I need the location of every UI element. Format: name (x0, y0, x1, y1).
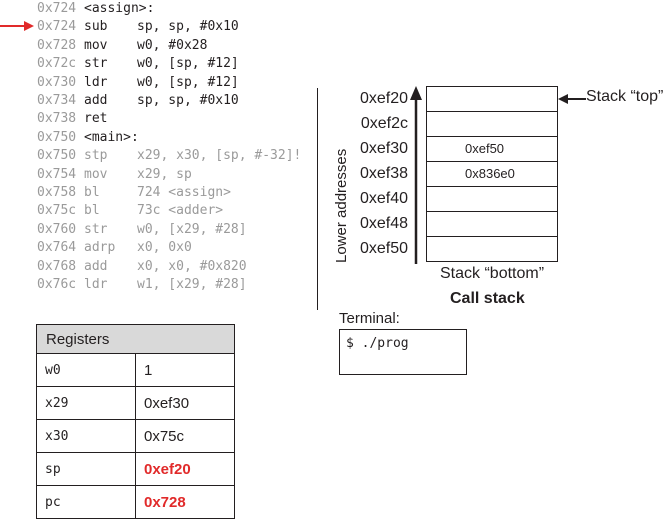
divider (317, 88, 318, 310)
code-label: <main>: (84, 129, 139, 145)
code-address: 0x750 (37, 129, 77, 145)
register-name: x29 (36, 386, 136, 420)
stack-slot (426, 236, 558, 262)
code-mnemonic: adrp (84, 240, 116, 256)
code-address: 0x764 (37, 240, 77, 256)
pc-arrow-icon (0, 21, 34, 31)
stack-slot-value: 0x836e0 (465, 166, 515, 181)
code-operands: x29, x30, [sp, #-32]! (137, 148, 302, 164)
code-address: 0x760 (37, 221, 77, 237)
code-address: 0x734 (37, 93, 77, 108)
code-mnemonic: sub (84, 19, 108, 35)
code-mnemonic: ret (84, 111, 108, 127)
code-mnemonic: bl (84, 185, 100, 200)
code-operands: x0, 0x0 (137, 240, 192, 256)
code-address: 0x76c (37, 277, 77, 292)
code-address: 0x730 (37, 74, 77, 90)
code-address: 0x738 (37, 111, 77, 127)
register-value: 0xef20 (135, 452, 235, 486)
stack-address: 0xef20 (359, 90, 408, 107)
code-operands: sp, sp, #0x10 (137, 19, 239, 35)
stack-address: 0xef38 (359, 165, 408, 182)
code-operands: w1, [x29, #28] (137, 277, 247, 292)
code-mnemonic: add (84, 93, 108, 108)
code-operands: w0, [sp, #12] (137, 56, 239, 72)
code-operands: x0, x0, #0x820 (137, 258, 247, 274)
stack-top-arrow-icon (558, 94, 586, 104)
register-value: 1 (135, 353, 235, 387)
code-mnemonic: ldr (84, 277, 108, 292)
code-mnemonic: bl (84, 203, 100, 219)
stack-bottom-label: Stack “bottom” (440, 265, 545, 282)
stack-slot (426, 186, 558, 211)
register-value: 0x728 (135, 485, 235, 519)
call-stack-title: Call stack (450, 290, 525, 307)
code-mnemonic: stp (84, 148, 108, 164)
code-mnemonic: str (84, 56, 108, 72)
code-mnemonic: str (84, 221, 108, 237)
code-address: 0x724 (37, 19, 77, 35)
code-mnemonic: add (84, 258, 108, 274)
code-label: <assign>: (84, 1, 155, 16)
code-operands: 73c <adder> (137, 203, 224, 219)
register-name: sp (36, 452, 136, 486)
code-mnemonic: ldr (84, 74, 108, 90)
stack-slot-value: 0xef50 (465, 141, 505, 156)
terminal-output: $ ./prog (339, 329, 467, 375)
registers-title: Registers (36, 324, 235, 354)
code-address: 0x758 (37, 185, 77, 200)
code-address: 0x754 (37, 166, 77, 182)
register-name: pc (36, 485, 136, 519)
stack-slot: 0xef50 (426, 136, 558, 161)
code-operands: w0, [sp, #12] (137, 74, 239, 90)
stack-address: 0xef30 (359, 140, 408, 157)
stack-address: 0xef48 (359, 215, 408, 232)
code-operands: w0, [x29, #28] (137, 221, 247, 237)
code-operands: x29, sp (137, 166, 192, 182)
stack-address: 0xef50 (359, 240, 408, 257)
stack-slot: 0x836e0 (426, 161, 558, 186)
stack-slot (426, 111, 558, 136)
lower-addresses-arrow-icon (410, 86, 422, 264)
stack-address: 0xef2c (360, 115, 408, 132)
register-name: x30 (36, 419, 136, 453)
register-value: 0xef30 (135, 386, 235, 420)
code-address: 0x75c (37, 203, 77, 219)
code-address: 0x724 (37, 1, 77, 16)
stack-slot (426, 86, 558, 111)
register-name: w0 (36, 353, 136, 387)
code-operands: 724 <assign> (137, 185, 231, 200)
register-value: 0x75c (135, 419, 235, 453)
terminal-label: Terminal: (339, 310, 400, 327)
code-mnemonic: mov (84, 37, 108, 53)
stack-top-label: Stack “top” (586, 88, 664, 105)
code-operands: sp, sp, #0x10 (137, 93, 239, 108)
code-address: 0x768 (37, 258, 77, 274)
code-address: 0x728 (37, 37, 77, 53)
code-address: 0x750 (37, 148, 77, 164)
stack-address: 0xef40 (359, 190, 408, 207)
code-address: 0x72c (37, 56, 77, 72)
stack-slot (426, 211, 558, 236)
code-mnemonic: mov (84, 166, 108, 182)
code-operands: w0, #0x28 (137, 37, 208, 53)
